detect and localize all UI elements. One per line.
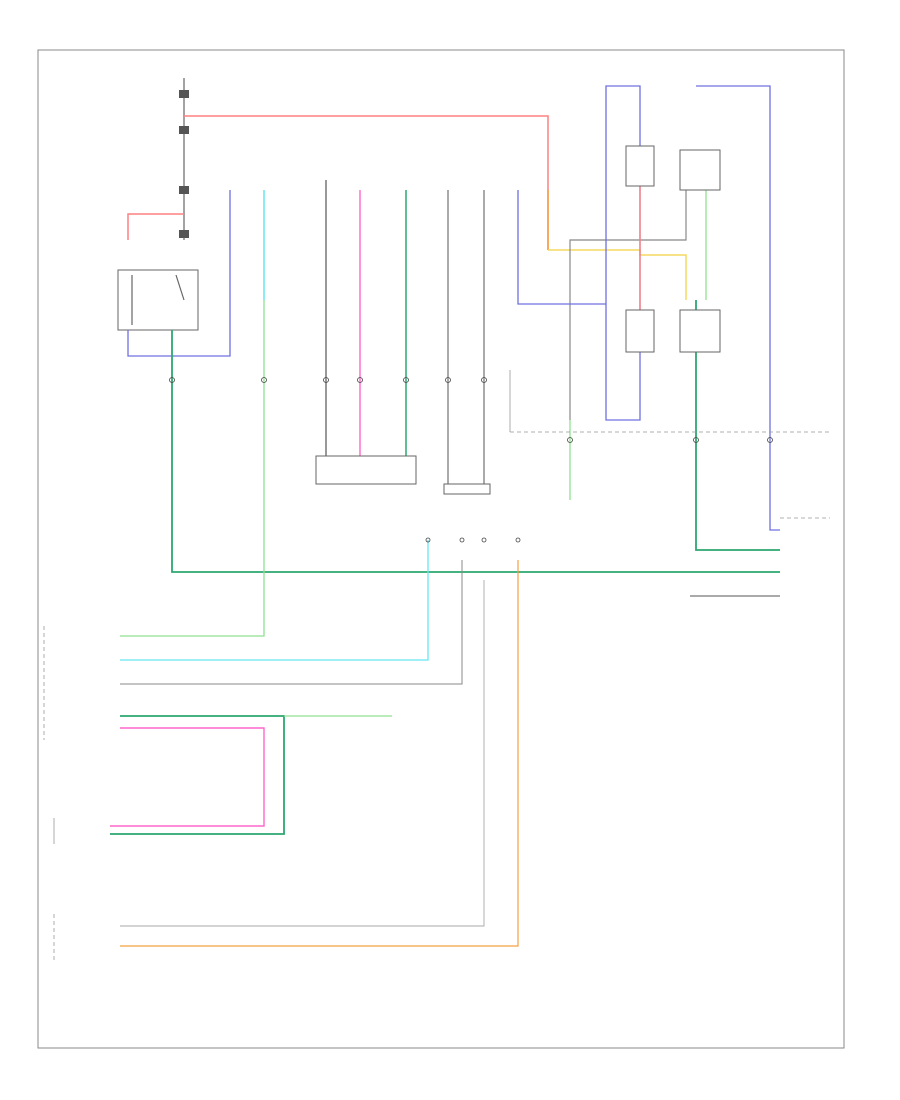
wire-orange-bottom [120, 560, 519, 947]
relay-right-lower [625, 309, 721, 353]
wire-cyan-2 [120, 540, 429, 661]
relay-right-upper [625, 145, 721, 191]
relay-left [117, 269, 199, 331]
wire-blue-right [517, 85, 641, 421]
diagram-frame [37, 49, 845, 1049]
wire-blue-left [127, 190, 231, 357]
wire-green-right [695, 300, 780, 551]
wire-gray [569, 190, 687, 420]
switch-box [443, 483, 491, 495]
wire-pink-lower [110, 727, 265, 827]
wire-yellow [548, 249, 687, 300]
pin-markers [169, 377, 773, 543]
wire-gray-2 [120, 560, 463, 685]
center-module-box [315, 455, 417, 485]
wire-red-top [184, 115, 549, 250]
wire-green-main [171, 330, 780, 573]
wire-blue-right-2 [696, 85, 780, 531]
wire-green-lower [110, 715, 285, 835]
wire-black-bottom [120, 580, 485, 927]
fuse-column [179, 78, 189, 240]
wire-red-relay [127, 213, 184, 240]
wire-light-green [120, 300, 265, 637]
